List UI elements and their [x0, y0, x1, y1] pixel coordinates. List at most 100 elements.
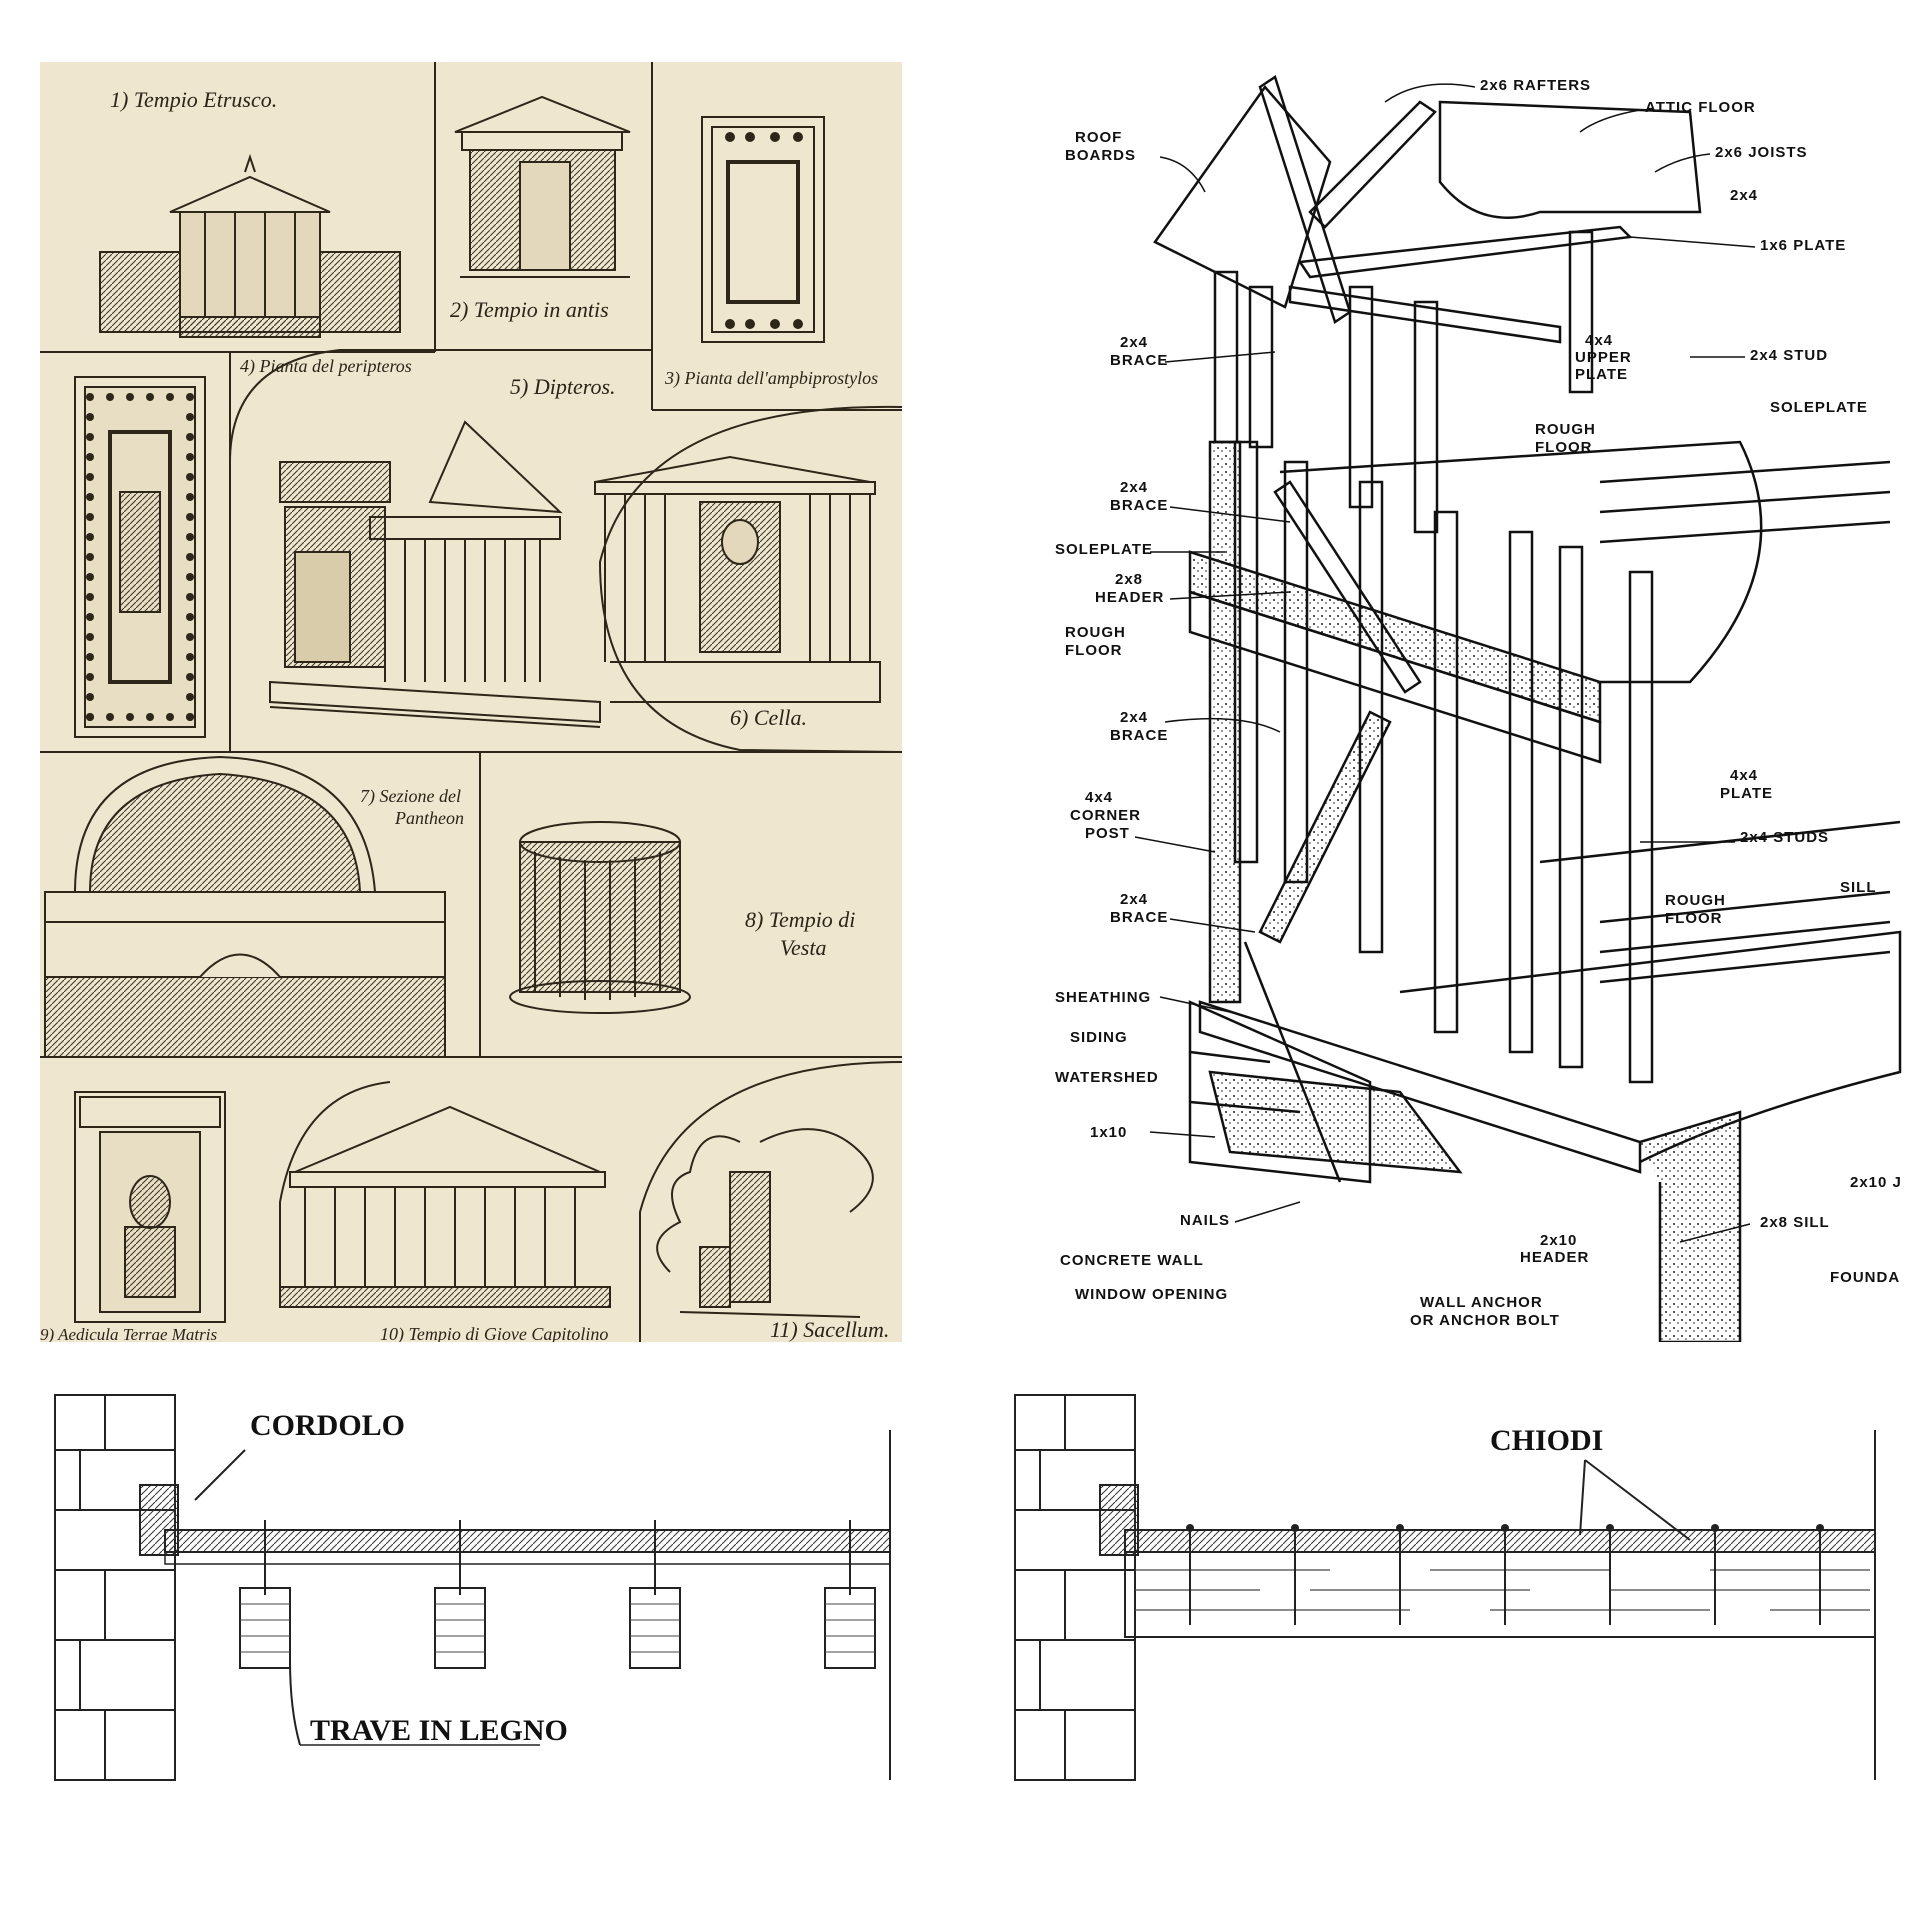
column-dot	[186, 413, 194, 421]
caption-sacellum: 11) Sacellum.	[770, 1317, 889, 1342]
column-dot	[186, 573, 194, 581]
label-header-1: 2x8	[1115, 571, 1143, 588]
column-dot	[86, 553, 94, 561]
temple-plate-panel: 1) Tempio Etrusco. 2) Tempio in antis 3)…	[40, 62, 903, 1345]
label-2x10-header-1: 2x10	[1540, 1232, 1577, 1249]
label-brace-d2: BRACE	[1110, 909, 1168, 926]
column-dot	[186, 513, 194, 521]
label-plate-4x4-2: PLATE	[1720, 785, 1773, 802]
label-concrete-wall: CONCRETE WALL	[1060, 1252, 1204, 1269]
wood-beam	[629, 1587, 681, 1669]
plank-lines	[1135, 1569, 1870, 1611]
nail-head	[1606, 1524, 1614, 1532]
label-rough-floor-top-2: FLOOR	[1535, 439, 1593, 456]
peripteros-plan-illustration	[74, 376, 206, 738]
pantheon-section-illustration	[44, 755, 446, 1058]
caption-temple-of-jupiter: 10) Tempio di Giove Capitolino	[380, 1324, 608, 1342]
label-1x6-plate: 1x6 PLATE	[1760, 237, 1846, 254]
slab-right	[1124, 1529, 1876, 1553]
label-upper-plate-3: PLATE	[1575, 366, 1628, 383]
temple-plate-drawing: 1) Tempio Etrusco. 2) Tempio in antis 3)…	[40, 62, 903, 1345]
column-dot	[86, 593, 94, 601]
leader-lines	[1134, 83, 1756, 1243]
label-foundation: FOUNDA	[1830, 1269, 1900, 1286]
cella-illustration	[594, 455, 881, 703]
nail-head	[1396, 1524, 1404, 1532]
column-dot	[186, 713, 194, 721]
column-dot	[186, 613, 194, 621]
label-soleplate-left: SOLEPLATE	[1055, 541, 1153, 558]
framing-structure	[1153, 75, 1902, 1344]
label-upper-plate-1: 4x4	[1585, 332, 1613, 349]
caption-temple-in-antis: 2) Tempio in antis	[450, 297, 609, 322]
caption-pantheon-2: Pantheon	[394, 808, 464, 828]
caption-etruscan-temple: 1) Tempio Etrusco.	[110, 87, 277, 112]
masonry-wall-right	[1014, 1394, 1136, 1781]
label-rough-floor-low-1: ROUGH	[1665, 892, 1726, 909]
beam-section-panel: CORDOLO TRAVE IN LEGNO	[50, 1390, 910, 1790]
caption-temple-of-vesta-2: Vesta	[780, 935, 826, 960]
label-2x8-sill: 2x8 SILL	[1760, 1214, 1830, 1231]
caption-pantheon-1: 7) Sezione del	[360, 786, 461, 807]
column-dot	[86, 693, 94, 701]
label-sheathing: SHEATHING	[1055, 989, 1151, 1006]
label-brace-b1: 2x4	[1120, 479, 1148, 496]
wood-framing-panel: 2x6 RAFTERS ATTIC FLOOR 2x6 JOISTS ROOF …	[1040, 62, 1910, 1344]
label-rafters: 2x6 RAFTERS	[1480, 77, 1591, 94]
column-dot	[186, 493, 194, 501]
column-dot	[126, 393, 134, 401]
caption-dipteros: 5) Dipteros.	[510, 374, 616, 399]
label-1x10: 1x10	[1090, 1124, 1127, 1141]
column-dot	[86, 493, 94, 501]
label-anchor-1: WALL ANCHOR	[1420, 1294, 1543, 1311]
temple-of-jupiter-illustration	[279, 1105, 611, 1308]
column-dot	[126, 713, 134, 721]
column-dot	[86, 653, 94, 661]
column-dot	[186, 453, 194, 461]
label-watershed: WATERSHED	[1055, 1069, 1159, 1086]
etruscan-temple-illustration	[99, 153, 401, 338]
nail-head	[1711, 1524, 1719, 1532]
masonry-wall	[54, 1394, 176, 1781]
column-dot	[86, 633, 94, 641]
column-dot	[86, 473, 94, 481]
caption-temple-of-vesta-1: 8) Tempio di	[745, 907, 855, 932]
label-sill: SILL	[1840, 879, 1877, 896]
label-anchor-2: OR ANCHOR BOLT	[1410, 1312, 1560, 1329]
aedicula-illustration	[74, 1091, 226, 1323]
label-joists: 2x6 JOISTS	[1715, 144, 1808, 161]
column-dot	[186, 633, 194, 641]
amphiprostylos-plan-illustration	[701, 116, 825, 343]
sacellum-illustration	[656, 1128, 874, 1318]
temple-in-antis-illustration	[454, 95, 631, 278]
label-siding: SIDING	[1070, 1029, 1128, 1046]
column-dot	[86, 713, 94, 721]
plank-section-panel: CHIODI	[1010, 1390, 1890, 1790]
label-rough-floor-mid-2: FLOOR	[1065, 642, 1123, 659]
label-rough-floor-low-2: FLOOR	[1665, 910, 1723, 927]
beams-group	[239, 1520, 876, 1669]
label-upper-plate-2: UPPER	[1575, 349, 1632, 366]
nail-head	[1501, 1524, 1509, 1532]
label-header-2: HEADER	[1095, 589, 1164, 606]
label-2x4-top: 2x4	[1730, 187, 1758, 204]
column-dot	[186, 433, 194, 441]
column-dot	[146, 713, 154, 721]
wood-beam	[434, 1587, 486, 1669]
column-dot	[86, 613, 94, 621]
caption-amphiprostylos: 3) Pianta dell'ampbiprostylos	[664, 368, 878, 389]
label-2x10-header-2: HEADER	[1520, 1249, 1589, 1266]
column-dot	[86, 533, 94, 541]
wood-framing-drawing: 2x6 RAFTERS ATTIC FLOOR 2x6 JOISTS ROOF …	[1055, 75, 1902, 1344]
dipteros-illustration	[269, 420, 601, 728]
column-dot	[186, 653, 194, 661]
column-dot	[86, 513, 94, 521]
label-2x10-j: 2x10 J	[1850, 1174, 1902, 1191]
label-attic-floor: ATTIC FLOOR	[1645, 99, 1756, 116]
label-plate-4x4-1: 4x4	[1730, 767, 1758, 784]
column-dot	[186, 673, 194, 681]
column-dot	[186, 693, 194, 701]
column-dot	[86, 393, 94, 401]
label-soleplate-right: SOLEPLATE	[1770, 399, 1868, 416]
wood-beam	[824, 1587, 876, 1669]
